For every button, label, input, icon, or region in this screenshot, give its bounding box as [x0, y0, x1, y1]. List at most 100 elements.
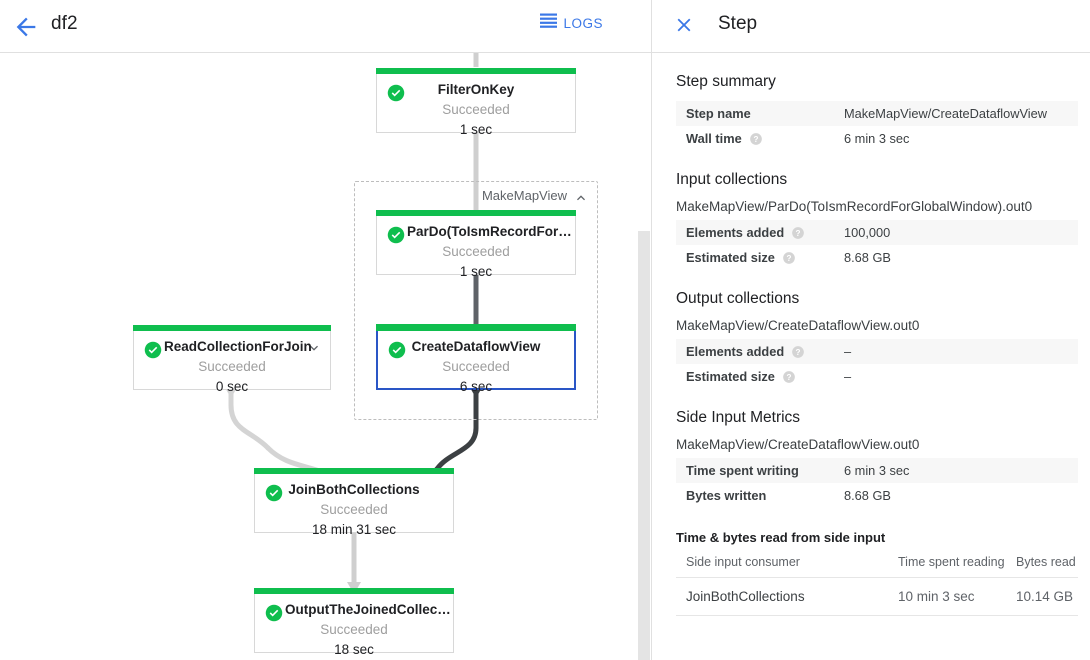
row-value: MakeMapView/CreateDataflowView	[844, 106, 1047, 121]
step-summary-table: Step name MakeMapView/CreateDataflowView…	[676, 101, 1078, 151]
output-collections-table: Elements added? – Estimated size? –	[676, 339, 1078, 389]
graph-node-joinbothcollections[interactable]: JoinBothCollections Succeeded 18 min 31 …	[254, 468, 454, 537]
table-row: Step name MakeMapView/CreateDataflowView	[676, 101, 1078, 126]
graph-node-readcollectionforjoin[interactable]: ReadCollectionForJoin Succeeded 0 sec	[133, 325, 331, 394]
node-status: Succeeded	[320, 622, 388, 637]
graph-node-outputthejoinedcollection[interactable]: OutputTheJoinedCollec… Succeeded 18 sec	[254, 588, 454, 657]
svg-text:?: ?	[796, 348, 801, 357]
section-input-collections: Input collections MakeMapView/ParDo(ToIs…	[652, 171, 1090, 270]
check-circle-icon	[144, 341, 162, 359]
node-status: Succeeded	[198, 359, 266, 374]
graph-pane: df2 LOGS	[0, 13, 651, 660]
help-icon[interactable]: ?	[782, 251, 796, 265]
close-icon[interactable]	[673, 14, 697, 38]
table-row: Estimated size? –	[676, 364, 1078, 389]
section-step-summary: Step summary Step name MakeMapView/Creat…	[652, 73, 1090, 151]
table-row: Wall time? 6 min 3 sec	[676, 126, 1078, 151]
section-output-collections: Output collections MakeMapView/CreateDat…	[652, 290, 1090, 389]
table-row: Time spent writing 6 min 3 sec	[676, 458, 1078, 483]
section-heading: Input collections	[676, 171, 788, 188]
check-circle-icon	[387, 84, 405, 102]
column-header-bytes: Bytes read	[1006, 549, 1078, 578]
svg-text:?: ?	[796, 229, 801, 238]
svg-text:?: ?	[786, 254, 791, 263]
chevron-down-icon[interactable]	[306, 340, 322, 356]
logs-label: LOGS	[563, 15, 603, 31]
row-key: Estimated size?	[676, 364, 844, 389]
input-collections-table: Elements added? 100,000 Estimated size? …	[676, 220, 1078, 270]
row-value: 6 min 3 sec	[844, 131, 910, 146]
help-icon[interactable]: ?	[791, 226, 805, 240]
help-icon[interactable]: ?	[749, 132, 763, 146]
node-name: CreateDataflowView	[411, 339, 541, 354]
section-side-input-metrics: Side Input Metrics MakeMapView/CreateDat…	[652, 409, 1090, 616]
node-time: 18 min 31 sec	[311, 522, 397, 537]
logs-button[interactable]: LOGS	[540, 13, 603, 33]
column-header-time: Time spent reading	[888, 549, 1006, 578]
row-key: Estimated size?	[676, 245, 844, 270]
node-name: FilterOnKey	[437, 82, 515, 97]
graph-canvas[interactable]: MakeMapView FilterOnKey	[0, 53, 651, 660]
row-value: –	[844, 344, 852, 359]
table-row: Estimated size? 8.68 GB	[676, 245, 1078, 270]
side-input-metrics-table: Time spent writing 6 min 3 sec Bytes wri…	[676, 458, 1078, 508]
chevron-up-icon[interactable]	[573, 190, 589, 206]
help-icon[interactable]: ?	[782, 370, 796, 384]
svg-text:?: ?	[786, 373, 791, 382]
row-key: Bytes written	[686, 488, 767, 503]
pane-divider	[651, 0, 652, 660]
section-heading: Step summary	[676, 73, 776, 90]
row-key-label: Elements added	[686, 225, 785, 240]
cell-consumer: JoinBothCollections	[676, 577, 888, 616]
check-circle-icon	[388, 341, 406, 359]
graph-scrollbar-thumb[interactable]	[638, 231, 650, 660]
node-name: JoinBothCollections	[288, 482, 420, 497]
row-value: 100,000	[844, 225, 891, 240]
row-key: Elements added?	[676, 339, 844, 364]
row-value: 8.68 GB	[844, 488, 891, 503]
side-input-read-title: Time & bytes read from side input	[676, 530, 886, 545]
side-input-read-table: Side input consumer Time spent reading B…	[676, 549, 1078, 616]
node-status-bar	[376, 210, 576, 216]
table-row: Elements added? –	[676, 339, 1078, 364]
row-key-label: Elements added	[686, 344, 785, 359]
section-heading: Output collections	[676, 290, 800, 307]
column-header-consumer: Side input consumer	[676, 549, 888, 578]
check-circle-icon	[265, 484, 283, 502]
node-time: 0 sec	[215, 379, 249, 394]
back-arrow-icon[interactable]	[12, 13, 40, 41]
detail-title: Step	[718, 13, 758, 34]
logs-list-icon	[540, 13, 558, 33]
graph-node-createdataflowview[interactable]: CreateDataflowView Succeeded 6 sec	[376, 324, 576, 394]
check-circle-icon	[265, 604, 283, 622]
collection-name: MakeMapView/CreateDataflowView.out0	[676, 437, 920, 452]
node-time: 1 sec	[459, 264, 493, 279]
help-icon[interactable]: ?	[791, 345, 805, 359]
collection-name: MakeMapView/ParDo(ToIsmRecordForGlobalWi…	[676, 199, 1033, 214]
detail-header: Step	[652, 0, 1090, 53]
cell-bytes: 10.14 GB	[1006, 577, 1078, 616]
node-status: Succeeded	[442, 244, 510, 259]
step-detail-pane: Step Step summary Step name MakeMapView/…	[652, 0, 1090, 660]
graph-scrollbar-track[interactable]	[637, 53, 651, 660]
row-key: Wall time?	[676, 126, 844, 151]
table-row: JoinBothCollections 10 min 3 sec 10.14 G…	[676, 577, 1078, 616]
table-header-row: Side input consumer Time spent reading B…	[676, 549, 1078, 578]
check-circle-icon	[387, 226, 405, 244]
node-status: Succeeded	[442, 102, 510, 117]
node-name: OutputTheJoinedCollec…	[285, 602, 451, 617]
row-key-label: Wall time	[686, 131, 742, 146]
row-value: 8.68 GB	[844, 250, 891, 265]
row-key-label: Estimated size	[686, 250, 775, 265]
node-status-bar	[376, 68, 576, 74]
graph-node-pardo-toismrecord[interactable]: ParDo(ToIsmRecordFor… Succeeded 1 sec	[376, 210, 576, 279]
composite-container-makemapview[interactable]: MakeMapView	[354, 181, 598, 420]
node-status-bar	[133, 325, 331, 331]
row-key-label: Estimated size	[686, 369, 775, 384]
node-status: Succeeded	[442, 359, 510, 374]
detail-body: Step summary Step name MakeMapView/Creat…	[652, 53, 1090, 660]
graph-node-filteronkey[interactable]: FilterOnKey Succeeded 1 sec	[376, 68, 576, 137]
node-time: 1 sec	[459, 122, 493, 137]
svg-text:?: ?	[753, 135, 758, 144]
node-time: 18 sec	[334, 642, 374, 657]
